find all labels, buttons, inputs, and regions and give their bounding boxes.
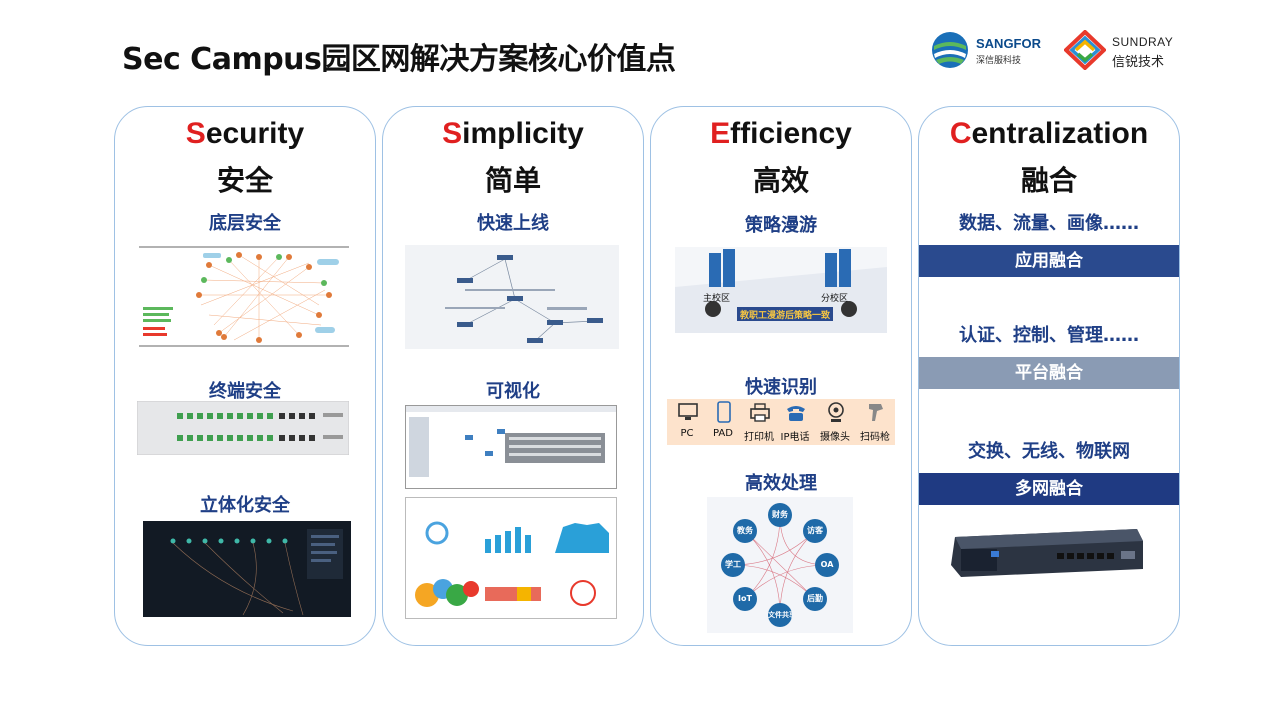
sangfor-name-en: SANGFOR xyxy=(976,36,1041,51)
card-heading-zh: 简单 xyxy=(484,164,541,197)
sub-heading-3d-security: 立体化安全 xyxy=(200,495,290,516)
device-printer: 打印机 xyxy=(741,399,777,445)
simplicity-card: Simplicity 简单 快速上线 可视化 xyxy=(382,106,644,646)
device-label: 打印机 xyxy=(744,432,774,443)
sub-heading-base-security: 底层安全 xyxy=(209,213,281,234)
centralization-card: Centralization 融合 数据、流量、画像…… 应用融合 认证、控制、… xyxy=(918,106,1180,646)
platform-convergence-bar: 平台融合 xyxy=(919,357,1179,389)
sundray-name-zh: 信锐技术 xyxy=(1112,55,1165,70)
efficiency-card: Efficiency 高效 策略漫游 主校区 分校区 教职工漫游后策略一致 快速… xyxy=(650,106,912,646)
device-scanner: 扫码枪 xyxy=(857,399,893,445)
sub-heading-endpoint-security: 终端安全 xyxy=(209,381,281,402)
heading-initial: E xyxy=(710,117,731,150)
barcode-scanner-icon xyxy=(869,404,883,421)
sundray-logo: SUNDRAY 信锐技术 xyxy=(1064,28,1180,72)
brand-logos: SANGFOR 深信服科技 SUNDRAY 信锐技术 xyxy=(930,28,1180,72)
card-heading-en: Efficiency xyxy=(651,117,911,151)
sundray-diamond-icon xyxy=(1064,30,1106,70)
multi-network-convergence-bar: 多网融合 xyxy=(919,473,1179,505)
device-label: PC xyxy=(680,428,694,439)
card-heading-zh: 融合 xyxy=(1020,164,1077,197)
wheel-node: 教务 xyxy=(733,519,757,543)
sub-heading-fast-deploy: 快速上线 xyxy=(477,213,549,234)
sub-heading-policy-roaming: 策略漫游 xyxy=(745,215,817,236)
switch-panel-image xyxy=(137,401,349,455)
device-label: 扫码枪 xyxy=(860,432,890,443)
heading-rest: ecurity xyxy=(205,117,305,150)
appliance-device-image xyxy=(947,525,1147,581)
app-convergence-bar: 应用融合 xyxy=(919,245,1179,277)
convergence-item-network: 交换、无线、物联网 xyxy=(968,441,1130,462)
security-dashboard-image xyxy=(143,521,351,617)
device-pad: PAD xyxy=(705,399,741,445)
heading-initial: C xyxy=(949,117,972,150)
convergence-item-data: 数据、流量、画像…… xyxy=(959,213,1139,234)
webcam-icon xyxy=(828,402,844,422)
wheel-node: 访客 xyxy=(803,519,827,543)
heading-rest: fficiency xyxy=(730,117,852,150)
sangfor-logo: SANGFOR 深信服科技 xyxy=(930,28,1050,72)
card-heading-zh: 安全 xyxy=(216,164,273,197)
device-label: IP电话 xyxy=(780,432,810,443)
wheel-node: 学工 xyxy=(721,553,745,577)
analytics-dashboard-image xyxy=(405,497,617,619)
wheel-node: 文件共享 xyxy=(768,603,792,627)
branch-campus-label: 分校区 xyxy=(821,294,849,304)
device-types-row: PC PAD 打印机 IP电话 摄像头 扫码枪 xyxy=(667,399,895,445)
card-heading-en: Simplicity xyxy=(383,117,643,151)
wheel-node: 财务 xyxy=(768,503,792,527)
sangfor-globe-icon xyxy=(932,32,968,68)
device-label: 摄像头 xyxy=(820,432,850,443)
wheel-node: 后勤 xyxy=(803,587,827,611)
device-label: PAD xyxy=(713,428,733,439)
service-wheel-diagram: 财务 访客 OA 后勤 文件共享 IoT 学工 教务 xyxy=(707,497,853,633)
policy-roaming-diagram: 主校区 分校区 教职工漫游后策略一致 xyxy=(675,247,887,333)
sangfor-name-zh: 深信服科技 xyxy=(976,56,1022,66)
deployment-topology-image xyxy=(405,245,619,349)
roaming-policy-banner: 教职工漫游后策略一致 xyxy=(739,311,830,321)
sub-heading-visualization: 可视化 xyxy=(486,381,540,402)
device-camera: 摄像头 xyxy=(817,399,853,445)
network-topology-graph-image xyxy=(139,245,349,349)
card-heading-en: Security xyxy=(115,117,375,151)
sub-heading-fast-identify: 快速识别 xyxy=(745,377,817,398)
device-pc: PC xyxy=(669,399,705,445)
main-campus-label: 主校区 xyxy=(703,294,731,304)
sub-heading-efficient-processing: 高效处理 xyxy=(745,473,817,494)
card-heading-en: Centralization xyxy=(919,117,1179,151)
sundray-name-en: SUNDRAY xyxy=(1112,35,1174,49)
convergence-item-auth: 认证、控制、管理…… xyxy=(959,325,1139,346)
printer-icon xyxy=(750,403,770,422)
wheel-node: OA xyxy=(815,553,839,577)
device-ip-phone: IP电话 xyxy=(777,399,813,445)
heading-initial: S xyxy=(442,117,463,150)
heading-initial: S xyxy=(185,117,206,150)
heading-rest: implicity xyxy=(462,117,584,150)
wheel-node: IoT xyxy=(733,587,757,611)
card-heading-zh: 高效 xyxy=(752,164,809,197)
phone-icon xyxy=(787,406,805,421)
security-card: Security 安全 底层安全 xyxy=(114,106,376,646)
heading-rest: entralization xyxy=(971,117,1149,150)
pc-icon xyxy=(678,403,698,420)
page-title: Sec Campus园区网解决方案核心价值点 xyxy=(122,42,676,77)
tablet-icon xyxy=(717,401,731,423)
device-panel-screen-image xyxy=(405,405,617,489)
